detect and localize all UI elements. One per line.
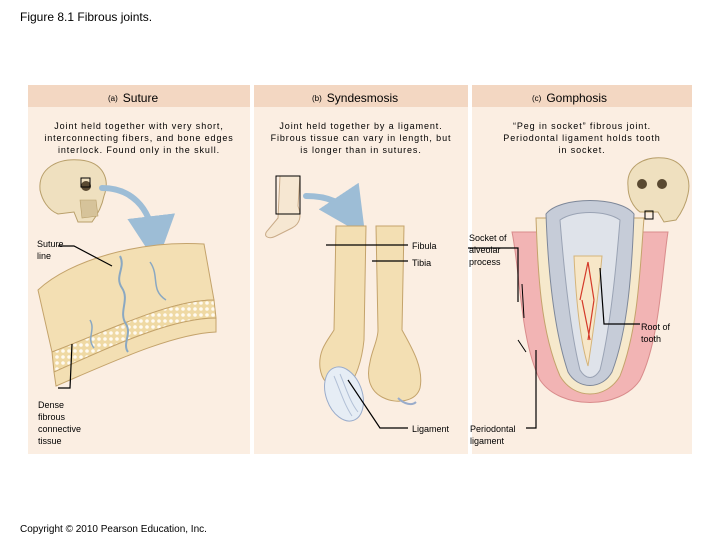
leader-dense-tissue bbox=[58, 343, 73, 389]
leader-periodontal bbox=[526, 350, 537, 429]
panel-gomphosis-title: Gomphosis bbox=[546, 91, 608, 105]
panel-gomphosis-description: “Peg in socket” fibrous joint. Periodont… bbox=[503, 121, 661, 155]
label-periodontal: Periodontal ligament bbox=[470, 424, 516, 446]
panel-suture-letter: (a) bbox=[108, 94, 118, 103]
zoom-arrow-b bbox=[303, 182, 366, 236]
leg-illustration bbox=[265, 175, 301, 239]
panel-syndesmosis-title: Syndesmosis bbox=[326, 91, 399, 105]
suture-block-illustration bbox=[37, 243, 217, 387]
label-tibia: Tibia bbox=[412, 258, 432, 268]
leader-socket bbox=[468, 247, 519, 302]
label-fibula: Fibula bbox=[412, 241, 437, 251]
copyright-notice: Copyright © 2010 Pearson Education, Inc. bbox=[20, 524, 207, 535]
panel-gomphosis-letter: (c) bbox=[532, 94, 542, 103]
panel-syndesmosis-header: (b) Syndesmosis bbox=[254, 85, 468, 107]
panel-syndesmosis-letter: (b) bbox=[312, 94, 322, 103]
panel-gomphosis-header: (c) Gomphosis bbox=[472, 85, 692, 107]
leader-lines bbox=[58, 244, 640, 429]
tibia-fibula-illustration bbox=[319, 225, 422, 422]
panel-suture-title: Suture bbox=[122, 91, 159, 105]
label-root: Root of tooth bbox=[641, 322, 671, 344]
leader-suture-line bbox=[58, 245, 113, 267]
leader-root bbox=[599, 267, 640, 325]
skull-front-illustration bbox=[627, 157, 690, 223]
skull-side-illustration bbox=[39, 159, 107, 223]
tooth-cross-section-illustration bbox=[511, 200, 669, 403]
zoom-arrow-a bbox=[99, 185, 176, 264]
label-dense-tissue: Dense fibrous connective tissue bbox=[38, 400, 82, 446]
panel-syndesmosis-description: Joint held together by a ligament. Fibro… bbox=[270, 121, 452, 155]
figure-title: Figure 8.1 Fibrous joints. bbox=[20, 10, 153, 24]
label-socket: Socket of alveolar process bbox=[469, 233, 507, 267]
panel-suture-description: Joint held together with very short, int… bbox=[44, 121, 234, 155]
panel-suture-header: (a) Suture bbox=[28, 85, 250, 107]
label-ligament: Ligament bbox=[412, 424, 450, 434]
leader-ligament bbox=[347, 379, 408, 429]
label-suture-line: Suture line bbox=[37, 239, 64, 261]
